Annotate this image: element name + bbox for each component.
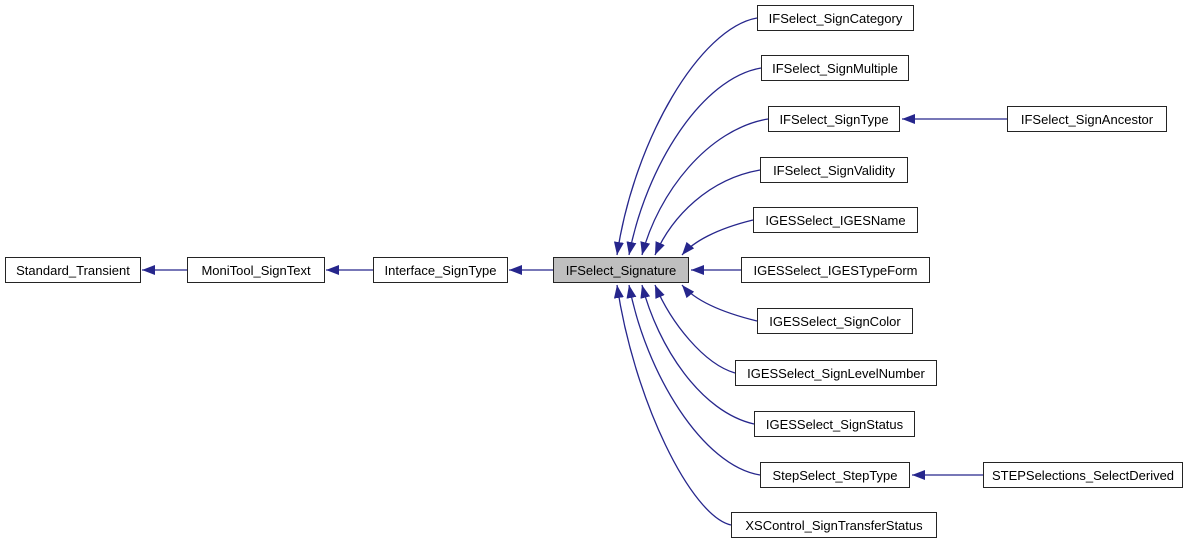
node-igesselect-igesname[interactable]: IGESSelect_IGESName: [753, 207, 918, 233]
inheritance-edge-igesselect-igesname-to-ifselect-signature: [681, 219, 754, 256]
node-ifselect-signtype[interactable]: IFSelect_SignType: [768, 106, 900, 132]
node-ifselect-signancestor[interactable]: IFSelect_SignAncestor: [1007, 106, 1167, 132]
node-igesselect-signlevelnumber[interactable]: IGESSelect_SignLevelNumber: [735, 360, 937, 386]
node-ifselect-signmultiple[interactable]: IFSelect_SignMultiple: [761, 55, 909, 81]
node-interface-signtype[interactable]: Interface_SignType: [373, 257, 508, 283]
node-monitool-signtext[interactable]: MoniTool_SignText: [187, 257, 325, 283]
node-stepselections-selectderived[interactable]: STEPSelections_SelectDerived: [983, 462, 1183, 488]
node-ifselect-signature: IFSelect_Signature: [553, 257, 689, 283]
inheritance-edge-igesselect-signstatus-to-ifselect-signature: [640, 284, 755, 425]
inheritance-edge-xscontrol-signtransferstatus-to-ifselect-signature: [613, 284, 732, 526]
inheritance-edge-ifselect-signvalidity-to-ifselect-signature: [654, 169, 761, 256]
node-igesselect-igestypeform[interactable]: IGESSelect_IGESTypeForm: [741, 257, 930, 283]
node-ifselect-signvalidity[interactable]: IFSelect_SignValidity: [760, 157, 908, 183]
inheritance-edge-ifselect-signcategory-to-ifselect-signature: [613, 17, 758, 256]
inheritance-edge-ifselect-signmultiple-to-ifselect-signature: [626, 67, 762, 256]
inheritance-edge-igesselect-signcolor-to-ifselect-signature: [681, 284, 758, 322]
node-standard-transient[interactable]: Standard_Transient: [5, 257, 141, 283]
node-xscontrol-signtransferstatus[interactable]: XSControl_SignTransferStatus: [731, 512, 937, 538]
node-stepselect-steptype[interactable]: StepSelect_StepType: [760, 462, 910, 488]
node-igesselect-signstatus[interactable]: IGESSelect_SignStatus: [754, 411, 915, 437]
inheritance-edge-igesselect-signlevelnumber-to-ifselect-signature: [654, 284, 736, 374]
inheritance-edge-ifselect-signtype-to-ifselect-signature: [640, 118, 769, 256]
node-ifselect-signcategory[interactable]: IFSelect_SignCategory: [757, 5, 914, 31]
node-igesselect-signcolor[interactable]: IGESSelect_SignColor: [757, 308, 913, 334]
inheritance-edge-stepselect-steptype-to-ifselect-signature: [626, 284, 761, 476]
